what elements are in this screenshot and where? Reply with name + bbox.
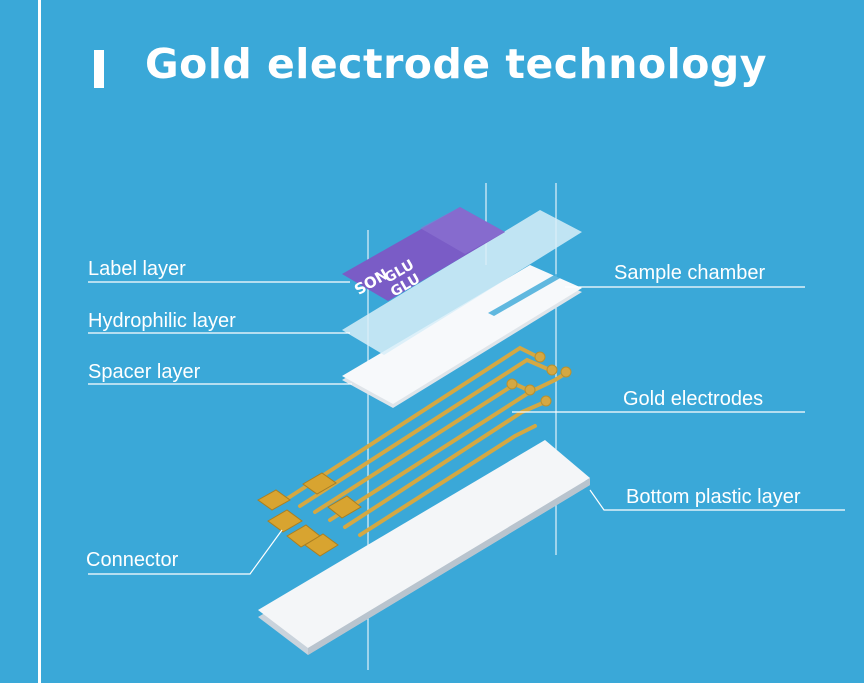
sample-chamber-slot	[488, 274, 562, 316]
callout-spacer-layer: Spacer layer	[88, 361, 201, 383]
callout-hydrophilic-layer: Hydrophilic layer	[88, 310, 236, 332]
page-title: Gold electrode technology	[145, 40, 767, 88]
electrode-pads	[506, 351, 572, 407]
spacer-layer	[342, 265, 582, 408]
leader-lines	[88, 281, 845, 575]
bottom-plastic-layer	[258, 440, 590, 655]
callout-bottom-plastic-layer: Bottom plastic layer	[626, 486, 801, 508]
frame-left-border	[38, 0, 41, 683]
hydrophilic-layer	[342, 210, 582, 355]
title-accent-bar	[94, 50, 104, 88]
label-layer: GLU NOS GLU	[342, 207, 505, 301]
callout-connector: Connector	[86, 549, 179, 571]
callout-gold-electrodes: Gold electrodes	[623, 388, 764, 410]
callout-label-layer: Label layer	[88, 258, 186, 280]
callout-sample-chamber: Sample chamber	[614, 262, 766, 284]
frame-right-border	[864, 0, 866, 683]
connector-pads	[257, 472, 362, 557]
